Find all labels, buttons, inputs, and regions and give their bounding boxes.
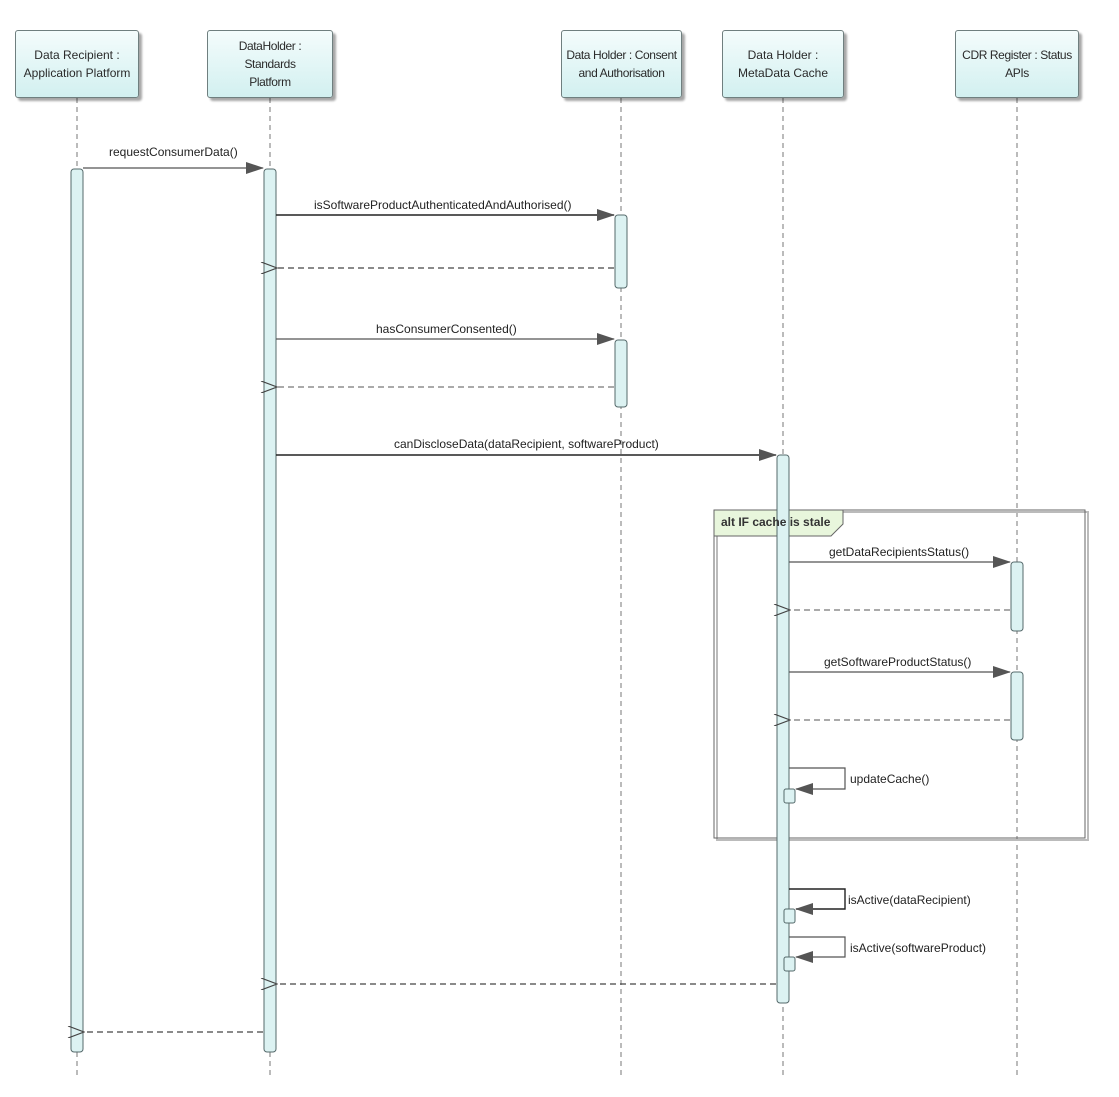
message-label-m6: canDiscloseData(dataRecipient, softwareP… — [394, 437, 659, 451]
lifeline-header-dr: Data Recipient : Application Platform — [15, 30, 139, 98]
message-arrow-m12 — [789, 888, 846, 915]
lifeline-header-reg: CDR Register : Status APIs — [955, 30, 1079, 98]
alt-fragment-label: alt IF cache is stale — [721, 515, 831, 529]
message-label-m12: isActive(dataRecipient) — [848, 893, 971, 907]
message-label-m7: getDataRecipientsStatus() — [829, 545, 970, 559]
message-arrow-m11 — [789, 767, 846, 795]
message-arrow-m13 — [789, 936, 846, 963]
activation-ca-2 — [614, 339, 628, 408]
message-label-m2: isSoftwareProductAuthenticatedAndAuthori… — [314, 198, 572, 212]
activation-mc-self-1 — [783, 788, 796, 804]
activation-reg-2 — [1010, 671, 1024, 741]
activation-reg-1 — [1010, 561, 1024, 632]
activation-mc-self-2 — [783, 908, 796, 924]
alt-fragment-shadow — [716, 511, 1089, 841]
message-label-m4: hasConsumerConsented() — [376, 322, 517, 336]
alt-fragment-frame — [713, 509, 1086, 839]
activations — [70, 168, 1024, 1053]
alt-fragment — [713, 509, 1089, 841]
lifeline-label-mc: Data Holder : MetaData Cache — [737, 48, 829, 80]
lifeline-header-ca: Data Holder : Consent and Authorisation — [561, 30, 682, 98]
lifeline-label-dh: DataHolder : Standards Platform — [238, 39, 302, 89]
lifeline-label-ca: Data Holder : Consent and Authorisation — [566, 48, 677, 80]
message-label-m9: getSoftwareProductStatus() — [824, 655, 972, 669]
lifeline-header-mc: Data Holder : MetaData Cache — [722, 30, 844, 98]
lifeline-lines — [76, 98, 1018, 1075]
activation-dr — [70, 168, 84, 1053]
activation-mc-self-3 — [783, 956, 796, 972]
lifeline-label-dr: Data Recipient : Application Platform — [23, 48, 131, 80]
message-label-m11: updateCache() — [850, 772, 930, 786]
message-label-m13: isActive(softwareProduct) — [850, 941, 987, 955]
lifeline-label-reg: CDR Register : Status APIs — [962, 48, 1072, 80]
activation-mc — [776, 454, 790, 1004]
activation-ca-1 — [614, 214, 628, 289]
activation-dh — [263, 168, 277, 1053]
lifeline-header-dh: DataHolder : Standards Platform — [207, 30, 333, 98]
messages — [83, 162, 1011, 1032]
message-label-m1: requestConsumerData() — [109, 145, 238, 159]
